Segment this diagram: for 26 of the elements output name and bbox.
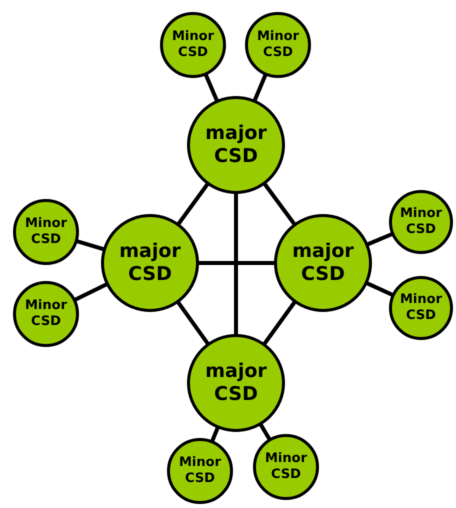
node-label: Minor CSD [256,29,300,61]
connector-line [74,282,108,302]
connector-line [262,182,296,226]
connector-line [204,74,219,102]
node-label: Minor CSD [178,455,222,487]
connector-line [262,300,296,346]
node-label: Minor CSD [399,206,443,238]
node-label: Minor CSD [24,216,68,248]
connector-line [176,182,210,226]
connector-line [366,232,394,246]
connector-line [210,426,220,442]
node-label: major CSD [118,240,182,286]
connector-line [76,239,105,252]
connector-line [234,193,238,335]
connector-line [258,423,272,441]
node-label: Minor CSD [24,298,68,330]
node-label: major CSD [204,360,268,406]
node-label: Minor CSD [264,451,308,483]
connector-line [366,281,394,297]
node-label: Minor CSD [399,292,443,324]
connector-line [252,74,268,102]
connector-line [176,300,210,346]
node-label: Minor CSD [171,29,215,61]
node-label: major CSD [204,122,268,168]
node-label: major CSD [291,240,355,286]
connector-line [198,261,275,265]
